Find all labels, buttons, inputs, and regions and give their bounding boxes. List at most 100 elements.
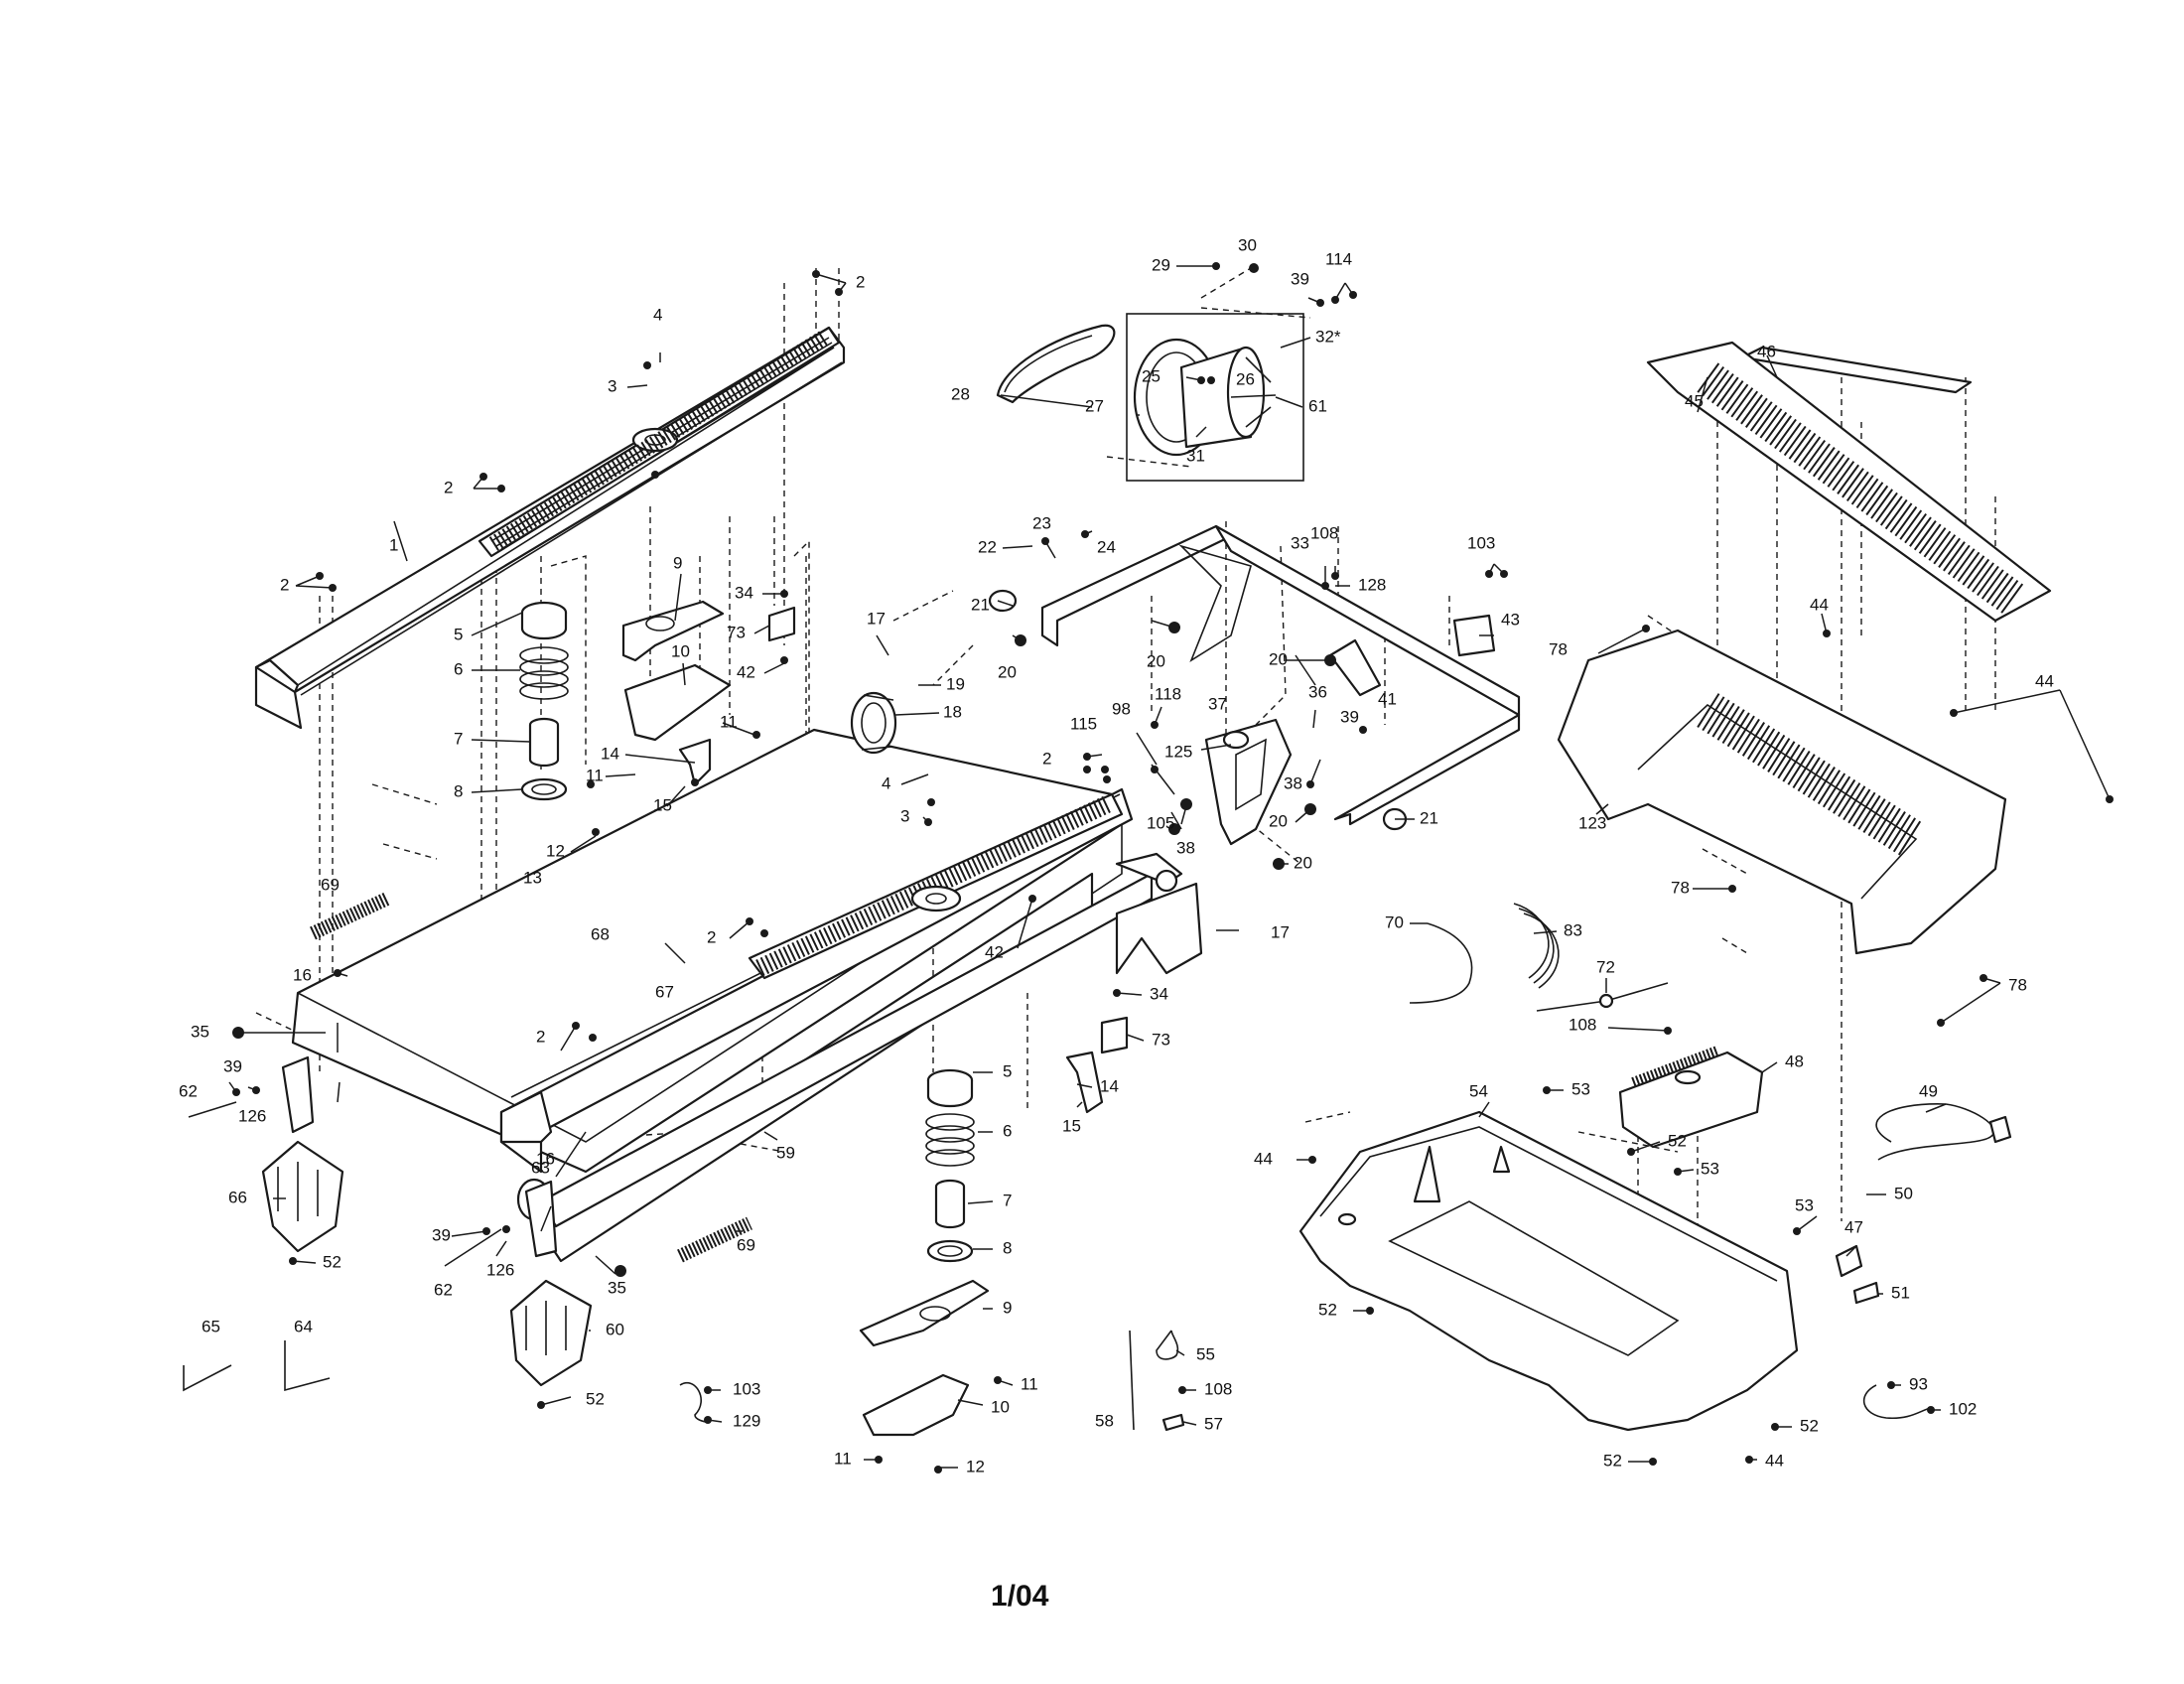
main-deck-frame (291, 728, 1124, 1263)
callout-44: 44 (2035, 671, 2054, 690)
wire-72 (1536, 982, 1669, 1012)
callout-102: 102 (1949, 1399, 1977, 1418)
callout-22: 22 (978, 537, 997, 556)
callout-31: 31 (1186, 446, 1205, 465)
callout-42: 42 (737, 662, 755, 681)
callout-11: 11 (586, 766, 604, 784)
callout-1: 1 (389, 535, 398, 554)
callout-50: 50 (1894, 1184, 1913, 1202)
callout-13: 13 (523, 868, 542, 887)
rail-grip-ribs-top (488, 331, 829, 551)
callout-39: 39 (223, 1056, 242, 1075)
callout-15: 15 (1062, 1116, 1081, 1135)
callout-20: 20 (1147, 651, 1165, 670)
callout-53: 53 (1795, 1195, 1814, 1214)
adhesive-strip-69-left (310, 892, 390, 940)
callout-7: 7 (1003, 1191, 1012, 1209)
callout-17: 17 (867, 609, 886, 628)
hex-keys (183, 1340, 331, 1392)
callout-55: 55 (1196, 1344, 1215, 1363)
front-roller (850, 691, 897, 755)
callout-53: 53 (1701, 1159, 1719, 1178)
bracket-10-top (623, 663, 732, 742)
callout-126: 126 (238, 1106, 266, 1125)
callout-14: 14 (601, 744, 619, 763)
callout-34: 34 (1150, 984, 1168, 1003)
callout-19: 19 (946, 674, 965, 693)
callout-93: 93 (1909, 1374, 1928, 1393)
callout-6: 6 (454, 659, 463, 678)
callout-58: 58 (1095, 1411, 1114, 1430)
callout-2: 2 (707, 927, 716, 946)
callout-15: 15 (653, 795, 672, 814)
callout-98: 98 (1112, 699, 1131, 718)
callout-62: 62 (179, 1081, 198, 1100)
callout-12: 12 (966, 1457, 985, 1475)
callout-83: 83 (1564, 920, 1582, 939)
callout-7: 7 (454, 729, 463, 748)
callout-108: 108 (1204, 1379, 1232, 1398)
left-foot-rail-top (254, 326, 846, 730)
callout-labels: 2 4 3 2 1 2 5 6 7 8 9 10 34 73 42 11 11 … (179, 235, 2054, 1475)
callout-73: 73 (1152, 1030, 1170, 1049)
power-cord-49 (1875, 1103, 2012, 1161)
cushion-stack-left (519, 601, 569, 801)
callout-78: 78 (1549, 639, 1568, 658)
callout-8: 8 (454, 781, 463, 800)
callout-9: 9 (673, 553, 682, 572)
callout-53: 53 (1571, 1079, 1590, 1098)
incline-motor-bracket (1204, 718, 1293, 846)
callout-27: 27 (1085, 396, 1104, 415)
wire-102 (1862, 1384, 1932, 1420)
callout-10: 10 (671, 641, 690, 660)
callout-103: 103 (733, 1379, 760, 1398)
callout-123: 123 (1578, 813, 1606, 832)
motor-detail-box (1126, 313, 1304, 482)
callout-118: 118 (1155, 684, 1181, 703)
callout-103: 103 (1467, 533, 1495, 552)
callout-52: 52 (586, 1389, 605, 1408)
callout-52: 52 (1800, 1416, 1819, 1435)
callout-57: 57 (1204, 1414, 1223, 1433)
cord-clip-55 (1156, 1330, 1179, 1360)
callout-33: 33 (1291, 533, 1309, 552)
callout-69: 69 (737, 1235, 755, 1254)
drive-belt (996, 324, 1116, 404)
callout-16: 16 (293, 965, 312, 984)
callout-64: 64 (294, 1317, 313, 1335)
callout-125: 125 (1164, 742, 1192, 761)
callout-34: 34 (735, 583, 753, 602)
fasteners (232, 262, 2114, 1474)
callout-63: 63 (531, 1158, 550, 1177)
callout-73: 73 (727, 623, 746, 641)
wire-harness-70 (1409, 922, 1473, 1004)
callout-52: 52 (1318, 1300, 1337, 1319)
callout-3: 3 (608, 376, 616, 395)
callout-44: 44 (1765, 1451, 1784, 1470)
motor-hood-base (1557, 629, 2007, 955)
callout-35: 35 (191, 1022, 209, 1041)
callout-21: 21 (971, 595, 990, 614)
cable-tie-58 (1129, 1330, 1135, 1431)
callout-39: 39 (1291, 269, 1309, 288)
wire-129 (679, 1382, 708, 1423)
motor-hood-top (1646, 341, 2052, 623)
callout-52: 52 (1668, 1131, 1687, 1150)
callout-38: 38 (1176, 838, 1195, 857)
motor-mount-frame (988, 524, 1521, 831)
callout-11: 11 (720, 712, 738, 731)
callout-2: 2 (536, 1027, 545, 1046)
callout-4: 4 (653, 305, 662, 324)
cushion-stack-right (925, 1068, 975, 1263)
callout-46: 46 (1757, 342, 1776, 360)
callout-44: 44 (1810, 595, 1829, 614)
callout-23: 23 (1032, 513, 1051, 532)
callout-59: 59 (776, 1143, 795, 1162)
transformer-43 (1452, 614, 1496, 657)
callout-36: 36 (1308, 682, 1327, 701)
callout-48: 48 (1785, 1052, 1804, 1070)
callout-43: 43 (1501, 610, 1520, 629)
callout-16: 16 (536, 1149, 555, 1168)
callout-129: 129 (733, 1411, 760, 1430)
